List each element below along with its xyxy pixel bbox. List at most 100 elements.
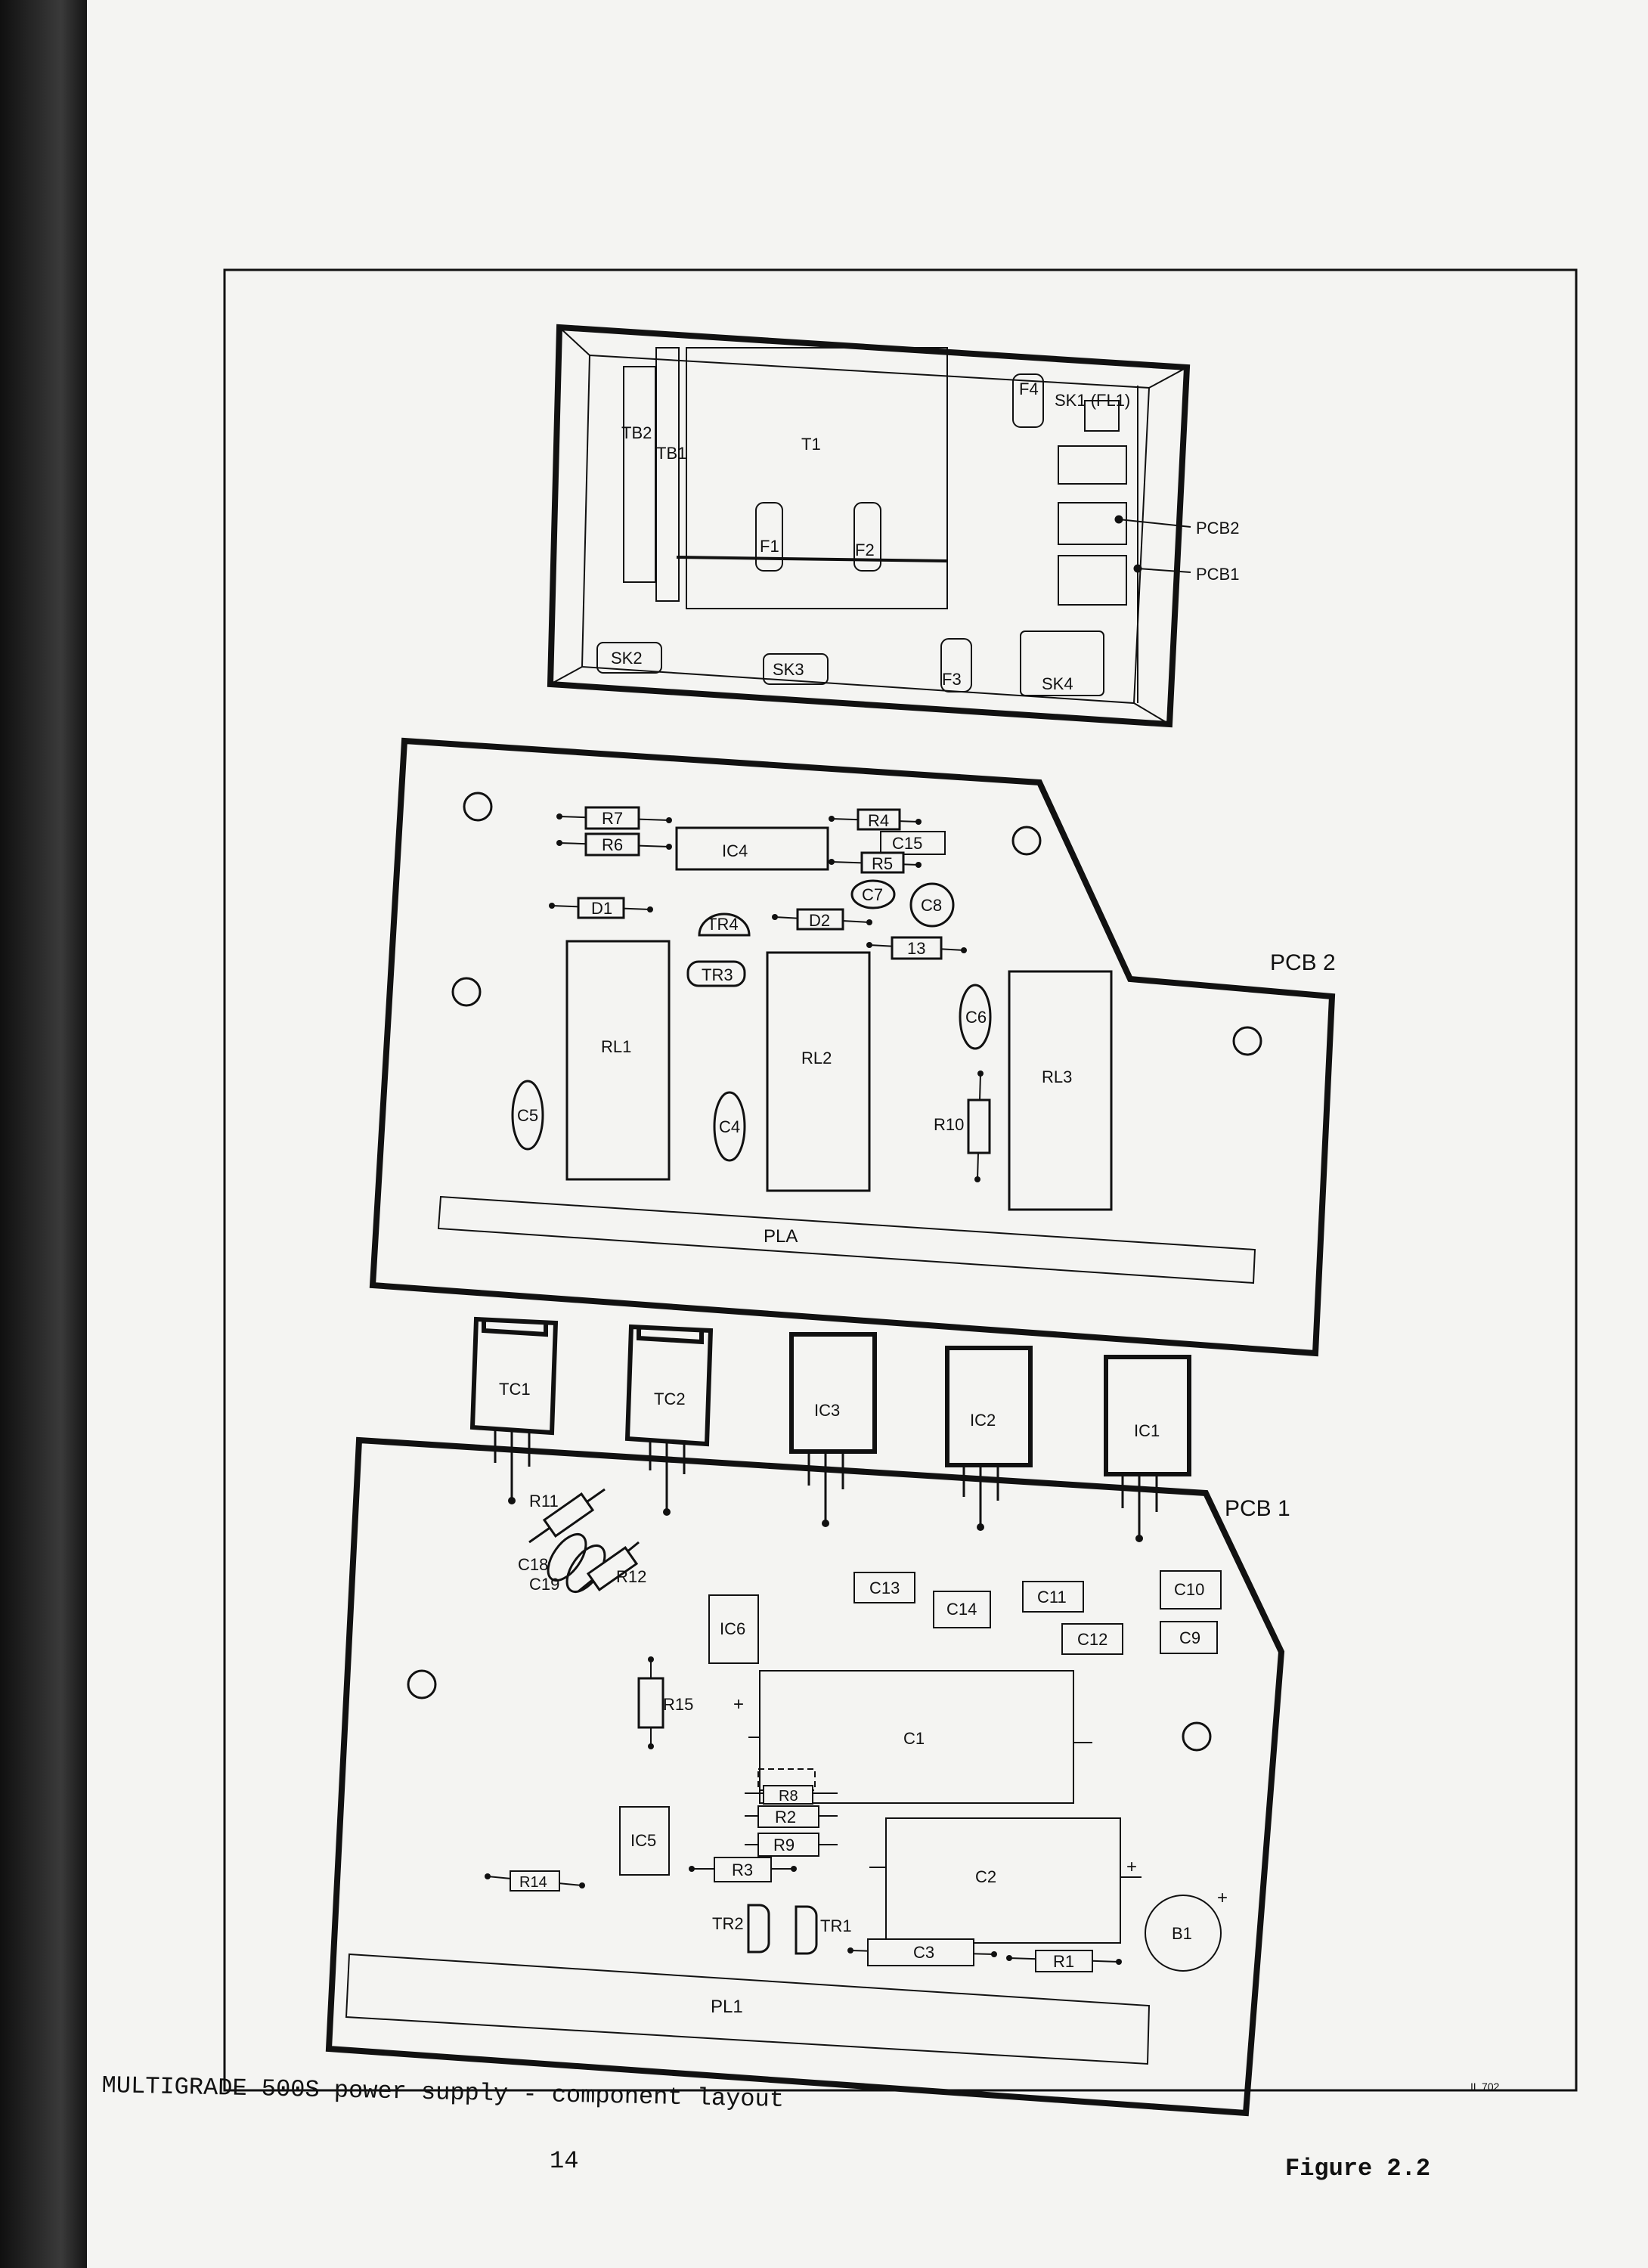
- transistor-tr1: [795, 1905, 818, 1955]
- manual-page: T1 TB2 TB1 F1 F2 F4 SK1 (FL1) PCB2 PCB1 …: [87, 0, 1648, 2268]
- label-r2: R2: [775, 1808, 796, 1826]
- label-c7: C7: [862, 885, 883, 904]
- label-r10: R10: [934, 1115, 964, 1134]
- transistor-tr3: [686, 960, 746, 987]
- chassis-group: T1 TB2 TB1 F1 F2 F4 SK1 (FL1) PCB2 PCB1 …: [547, 324, 1239, 728]
- capacitor-c11: [1022, 1581, 1084, 1613]
- plus-b1: +: [1217, 1888, 1228, 1908]
- resistor-r4: [857, 808, 901, 831]
- capacitor-c15: [880, 831, 946, 855]
- label-r3: R3: [732, 1861, 753, 1879]
- pcb2-group: PCB 2 R7 R6 IC4 R4 C15 R5 C7 C8 D1: [369, 737, 1336, 1357]
- pcb1-title: PCB 1: [1225, 1496, 1290, 1521]
- capacitor-c18: [547, 1533, 587, 1582]
- label-tc2: TC2: [654, 1390, 686, 1408]
- r11-c18-c19-r12-cluster: [528, 1488, 640, 1593]
- device-legs: [494, 1429, 1158, 1538]
- label-r1: R1: [1053, 1952, 1074, 1971]
- ic-ic6: [708, 1594, 759, 1664]
- plus-c2: +: [1126, 1857, 1137, 1877]
- resistor-r1: [1035, 1950, 1093, 1972]
- bevel-line: [1133, 702, 1170, 725]
- label-f3: F3: [942, 670, 962, 689]
- label-sk4: SK4: [1042, 674, 1073, 693]
- capacitor-c14: [933, 1591, 991, 1628]
- pcb2-title: PCB 2: [1270, 950, 1336, 975]
- connector-pla: [437, 1195, 1256, 1284]
- resistor-r5: [860, 851, 905, 874]
- bevel-line: [550, 666, 583, 685]
- pcb2-outline: [369, 737, 1336, 1357]
- terminal-block-tb2: [623, 366, 656, 583]
- label-c9: C9: [1179, 1628, 1200, 1647]
- spiral-binding: [0, 0, 87, 2268]
- label-pla: PLA: [764, 1226, 798, 1247]
- capacitor-c3: [867, 1938, 974, 1966]
- label-c8: C8: [921, 896, 942, 915]
- label-rl2: RL2: [801, 1049, 832, 1067]
- label-tr1: TR1: [820, 1916, 852, 1935]
- label-ic3: IC3: [814, 1401, 840, 1420]
- pcb1-group: PCB 1 TC1 TC2 IC3 IC2 IC1 R11 C18 C19 R1…: [325, 1316, 1290, 2117]
- resistor-r6: [584, 832, 640, 857]
- label-c3: C3: [913, 1943, 934, 1962]
- label-r15: R15: [663, 1695, 693, 1714]
- relay-rl2: [766, 951, 871, 1192]
- label-c15: C15: [892, 834, 922, 853]
- label-pcb1: PCB1: [1196, 565, 1239, 584]
- board-slots: [1058, 445, 1127, 606]
- capacitor-c4: [713, 1091, 746, 1162]
- resistor-r11: [542, 1492, 595, 1538]
- label-ic2: IC2: [970, 1411, 996, 1430]
- label-rl3: RL3: [1042, 1067, 1072, 1086]
- label-r14: R14: [519, 1874, 547, 1891]
- label-r4: R4: [868, 811, 889, 830]
- device-ic3: [789, 1332, 877, 1454]
- resistor-r8: [763, 1785, 813, 1805]
- lead-dots: [485, 813, 1143, 1965]
- label-tr3: TR3: [702, 965, 733, 984]
- resistor-r10: [967, 1098, 991, 1154]
- label-r8: R8: [779, 1788, 798, 1805]
- label-f1: F1: [760, 537, 779, 556]
- label-sk1: SK1 (FL1): [1055, 391, 1130, 410]
- label-d1: D1: [591, 899, 612, 918]
- label-r12: R12: [616, 1567, 646, 1586]
- mounting-hole: [1232, 1026, 1262, 1056]
- label-r11: R11: [529, 1492, 559, 1510]
- mounting-hole: [407, 1669, 437, 1699]
- mounting-hole: [451, 977, 482, 1007]
- transformer-divider: [676, 556, 948, 562]
- label-tr2: TR2: [712, 1914, 744, 1933]
- label-ic1: IC1: [1134, 1421, 1160, 1440]
- component-layout-diagram: T1 TB2 TB1 F1 F2 F4 SK1 (FL1) PCB2 PCB1 …: [223, 268, 1578, 2117]
- label-d2: D2: [809, 911, 830, 930]
- socket-sk1: [1084, 400, 1120, 432]
- ic-ic5: [619, 1806, 670, 1876]
- capacitor-c5: [511, 1080, 544, 1151]
- label-r6: R6: [602, 835, 623, 854]
- resistor-r2: [757, 1805, 819, 1828]
- leader-dot: [1133, 564, 1142, 573]
- plus-c1: +: [733, 1694, 744, 1715]
- device-tc1: [469, 1316, 559, 1436]
- label-r13: 13: [907, 939, 925, 958]
- fuse-f2: [853, 502, 881, 572]
- label-sk3: SK3: [773, 660, 804, 679]
- relay-rl3: [1008, 970, 1113, 1211]
- resistor-r15: [637, 1677, 664, 1729]
- capacitor-c7: [850, 879, 896, 909]
- label-pl1: PL1: [711, 1997, 743, 2017]
- label-c2: C2: [975, 1867, 996, 1886]
- capacitor-c12: [1061, 1623, 1123, 1655]
- label-f4: F4: [1019, 380, 1039, 398]
- label-c19: C19: [529, 1575, 559, 1594]
- capacitor-c9: [1160, 1621, 1218, 1654]
- label-c6: C6: [965, 1008, 987, 1027]
- label-ic6: IC6: [720, 1619, 745, 1638]
- label-c5: C5: [517, 1106, 538, 1125]
- capacitor-c10: [1160, 1570, 1222, 1610]
- socket-sk2: [596, 642, 662, 674]
- bevel-line: [1148, 367, 1188, 389]
- resistor-r7: [584, 806, 640, 830]
